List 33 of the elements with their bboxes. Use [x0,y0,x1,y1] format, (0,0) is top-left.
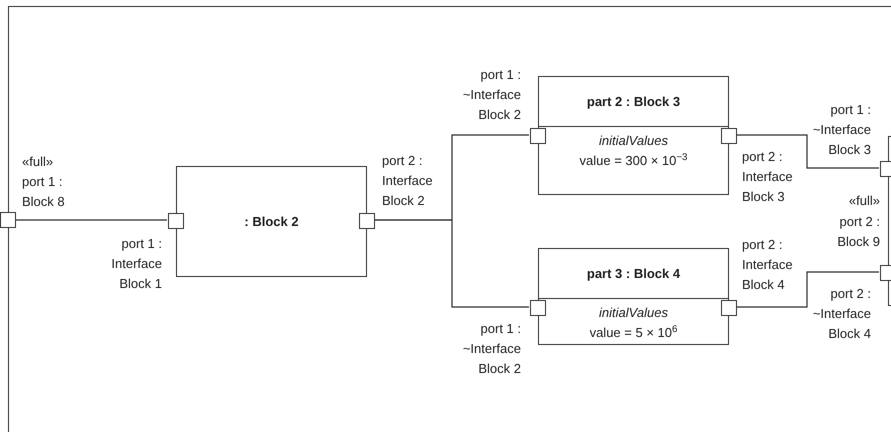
port-label: port 2 : Block 9 [836,213,880,251]
port-label: port 1 : Block 8 [22,173,66,211]
port-square [721,128,737,144]
block-box [176,166,367,277]
port-label: port 2 : ~Interface Block 4 [812,285,871,343]
port-square [0,212,16,228]
connector [374,219,529,308]
port-label: port 1 : ~Interface Block 3 [812,101,871,159]
connector [736,271,879,308]
port-square [168,213,184,229]
port-square [359,213,375,229]
port-label: port 2 : Interface Block 3 [742,148,794,206]
compartment-heading: initialValues [599,132,668,150]
port-square [721,300,737,316]
connector [16,219,167,221]
port-square [530,300,546,316]
stereotype-label: «full» [22,153,54,171]
connector [736,134,879,169]
port-label: port 2 : Interface Block 4 [742,236,794,294]
part-name: part 3 : Block 4 [586,264,680,283]
port-label: port 2 : Interface Block 2 [382,152,434,210]
port-label: port 1 : ~Interface Block 2 [462,320,521,378]
port-square [530,128,546,144]
port-label: port 1 : Interface Block 1 [110,235,162,293]
block-box [538,248,729,345]
property-value: value = 300 × 10$^{−3}$ [580,151,688,170]
part-name: part 2 : Block 3 [586,92,680,111]
port-label: «full» [848,192,880,210]
port-label: port 1 : ~Interface Block 2 [462,66,521,124]
block-box [538,76,729,195]
block-name: : Block 2 [244,212,299,231]
property-value: value = 5 × 10$^{6}$ [590,323,678,342]
compartment-heading: initialValues [599,304,668,322]
